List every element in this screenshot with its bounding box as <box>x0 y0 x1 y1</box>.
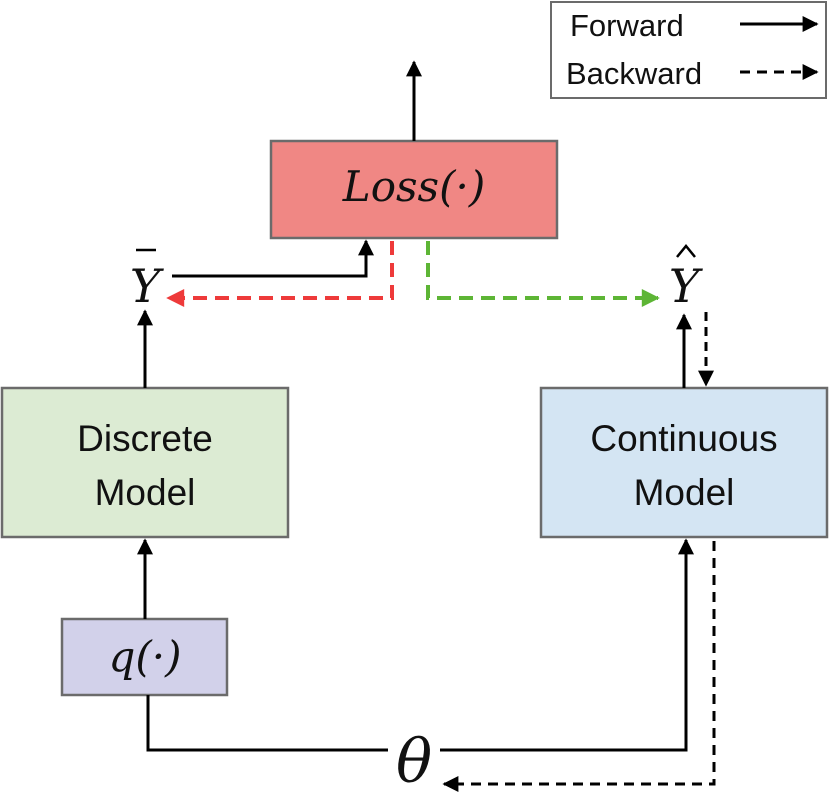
discrete-model-box <box>0 386 290 539</box>
loss-label: Loss(·) <box>342 162 485 211</box>
discrete-model-node: Discrete Model <box>0 386 290 539</box>
quantizer-label: q(·) <box>108 632 181 681</box>
continuous-model-node: Continuous Model <box>539 386 829 539</box>
y-bar-node: Y <box>130 248 165 313</box>
theta-label: θ <box>396 727 432 795</box>
continuous-model-label-line1: Continuous <box>590 418 777 459</box>
y-hat-label: Y <box>669 259 704 313</box>
y-bar-label: Y <box>130 259 165 313</box>
legend-box <box>550 1 827 99</box>
continuous-model-box <box>539 386 829 539</box>
loss-node: Loss(·) <box>269 139 559 240</box>
theta-to-quantizer-edge <box>146 695 388 752</box>
y-hat-caret <box>676 244 696 258</box>
y-hat-node: Y <box>669 244 704 313</box>
loss-to-ybar-gradient-arrow <box>166 241 394 307</box>
legend-forward-label: Forward <box>570 8 684 43</box>
continuous-model-label-line2: Model <box>634 472 735 513</box>
loss-box <box>269 139 559 240</box>
legend: Forward Backward <box>550 1 827 99</box>
discrete-model-label-line1: Discrete <box>77 418 213 459</box>
ybar-to-loss-arrow <box>172 239 374 278</box>
continuous-to-theta-backward-arrow <box>442 541 716 792</box>
loss-to-yhat-gradient-arrow <box>426 241 660 307</box>
legend-backward-label: Backward <box>566 56 702 91</box>
theta-to-continuous-arrow <box>440 538 694 752</box>
discrete-model-label-line2: Model <box>95 472 196 513</box>
quantizer-node: q(·) <box>60 617 229 697</box>
quantizer-box <box>60 617 229 697</box>
